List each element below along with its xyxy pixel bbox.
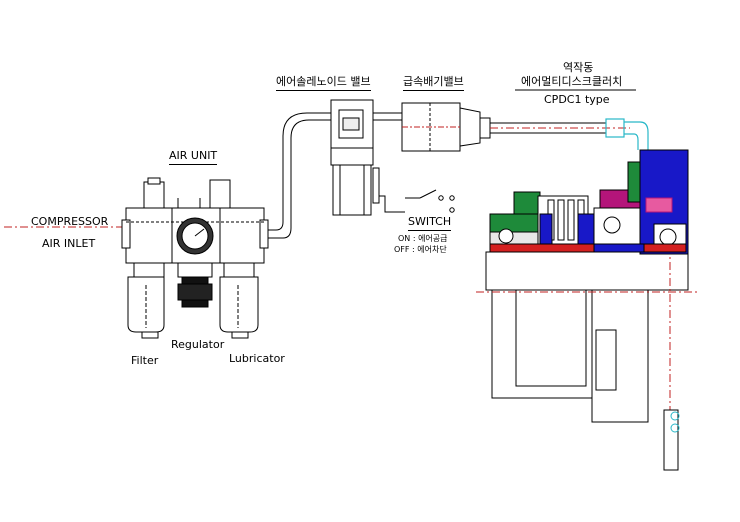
clutch-assembly [476,149,700,471]
switch-on-label: ON : 에어공급 [398,234,448,243]
clutch-label-line2: 에어멀티디스크클러치 [521,75,623,88]
quick-exhaust-valve-label: 급속배기밸브 [403,76,464,91]
air-unit [4,177,269,339]
supply-line [490,122,630,134]
solenoid-valve [330,99,380,216]
compressor-label: COMPRESSOR [31,215,109,228]
clutch-model-label: CPDC1 type [544,93,610,106]
regulator-label: Regulator [171,338,225,351]
quick-exhaust-valve [401,102,491,152]
air-hose [264,112,402,239]
solenoid-valve-label: 에어솔레노이드 밸브 [276,76,371,91]
lubricator-label: Lubricator [229,352,285,365]
air-unit-label: AIR UNIT [169,150,218,165]
switch-symbol [379,189,455,213]
switch-off-label: OFF : 에어차단 [394,245,447,254]
clutch-label-line1: 역작동 [563,61,594,74]
switch-label: SWITCH [408,216,452,231]
rotary-joint [605,118,649,150]
air-inlet-label: AIR INLET [42,237,96,250]
filter-label: Filter [131,354,159,367]
